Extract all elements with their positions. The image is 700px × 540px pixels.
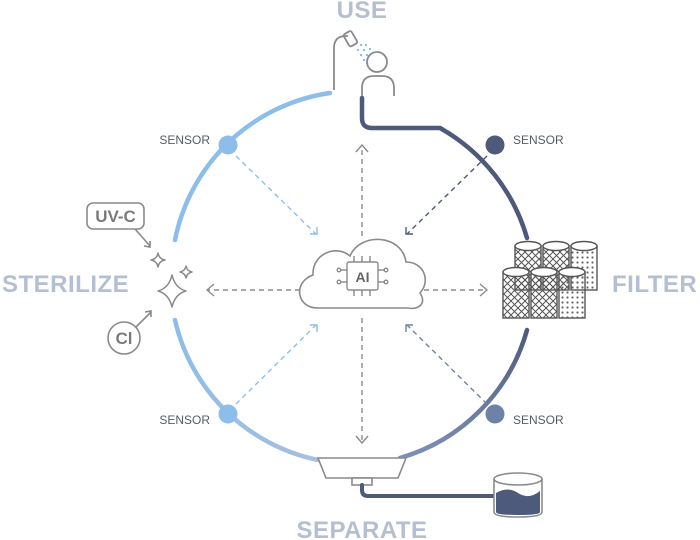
- sensor-label: SENSOR: [159, 413, 210, 427]
- stage-label-filter: FILTER: [612, 271, 697, 298]
- connector-bottom-right: [406, 324, 488, 405]
- separate-stage: SEPARATE: [296, 457, 543, 540]
- sensor-dot: [218, 135, 238, 155]
- arrow-bottom-left: [310, 324, 318, 332]
- filter-cartridges-icon: [502, 240, 598, 319]
- connector-top-left: [235, 155, 317, 235]
- sensor-top-left: SENSOR: [159, 133, 238, 155]
- arrow-top-left: [310, 227, 318, 235]
- stage-label-separate: SEPARATE: [296, 517, 427, 540]
- sensor-dot: [485, 404, 505, 424]
- sterilize-stage: UV-C Cl STERILIZE: [2, 202, 193, 355]
- arrow-up: [355, 143, 369, 153]
- cloud-icon: [298, 238, 426, 310]
- sensor-label: SENSOR: [513, 133, 564, 147]
- sensor-dot: [218, 404, 238, 424]
- uvc-badge: [86, 202, 151, 248]
- sensor-bottom-left: SENSOR: [159, 404, 238, 427]
- drain-pipe: [360, 483, 496, 498]
- arrow-bottom-right: [405, 324, 413, 332]
- chip-icon: [336, 256, 389, 296]
- ai-cloud-hub: AI: [298, 238, 426, 310]
- tank-icon: [493, 472, 543, 518]
- arrow-top-right: [405, 227, 413, 235]
- sensor-top-right: SENSOR: [485, 133, 564, 155]
- connector-top-right: [406, 155, 488, 235]
- cl-badge: [107, 310, 152, 355]
- arrow-left: [205, 283, 215, 297]
- cl-label: Cl: [116, 329, 133, 348]
- connectors: [205, 143, 489, 445]
- connector-bottom-left: [235, 324, 317, 405]
- sensor-bottom-right: SENSOR: [485, 404, 564, 427]
- stage-label-use: USE: [337, 0, 388, 24]
- separator-trough-icon: [316, 457, 408, 486]
- arrow-down: [355, 435, 369, 445]
- filter-stage: FILTER: [502, 240, 697, 319]
- sensor-dot: [485, 135, 505, 155]
- sparkle-icon: [150, 252, 193, 308]
- shower-icon: [333, 30, 358, 90]
- uvc-label: UV-C: [95, 207, 136, 226]
- arrow-right: [479, 283, 489, 297]
- ring-arc-filter-to-separate: [397, 327, 530, 461]
- use-stage: USE: [333, 0, 395, 96]
- person-icon: [361, 51, 395, 96]
- sensor-label: SENSOR: [513, 413, 564, 427]
- sensor-label: SENSOR: [159, 133, 210, 147]
- ai-label: AI: [356, 269, 370, 285]
- ring-arc-sterilize-to-use: [172, 90, 333, 243]
- ring-arc-separate-to-sterilize: [172, 317, 321, 463]
- ring-arc-use-to-filter: [359, 95, 530, 241]
- stage-label-sterilize: STERILIZE: [2, 271, 129, 298]
